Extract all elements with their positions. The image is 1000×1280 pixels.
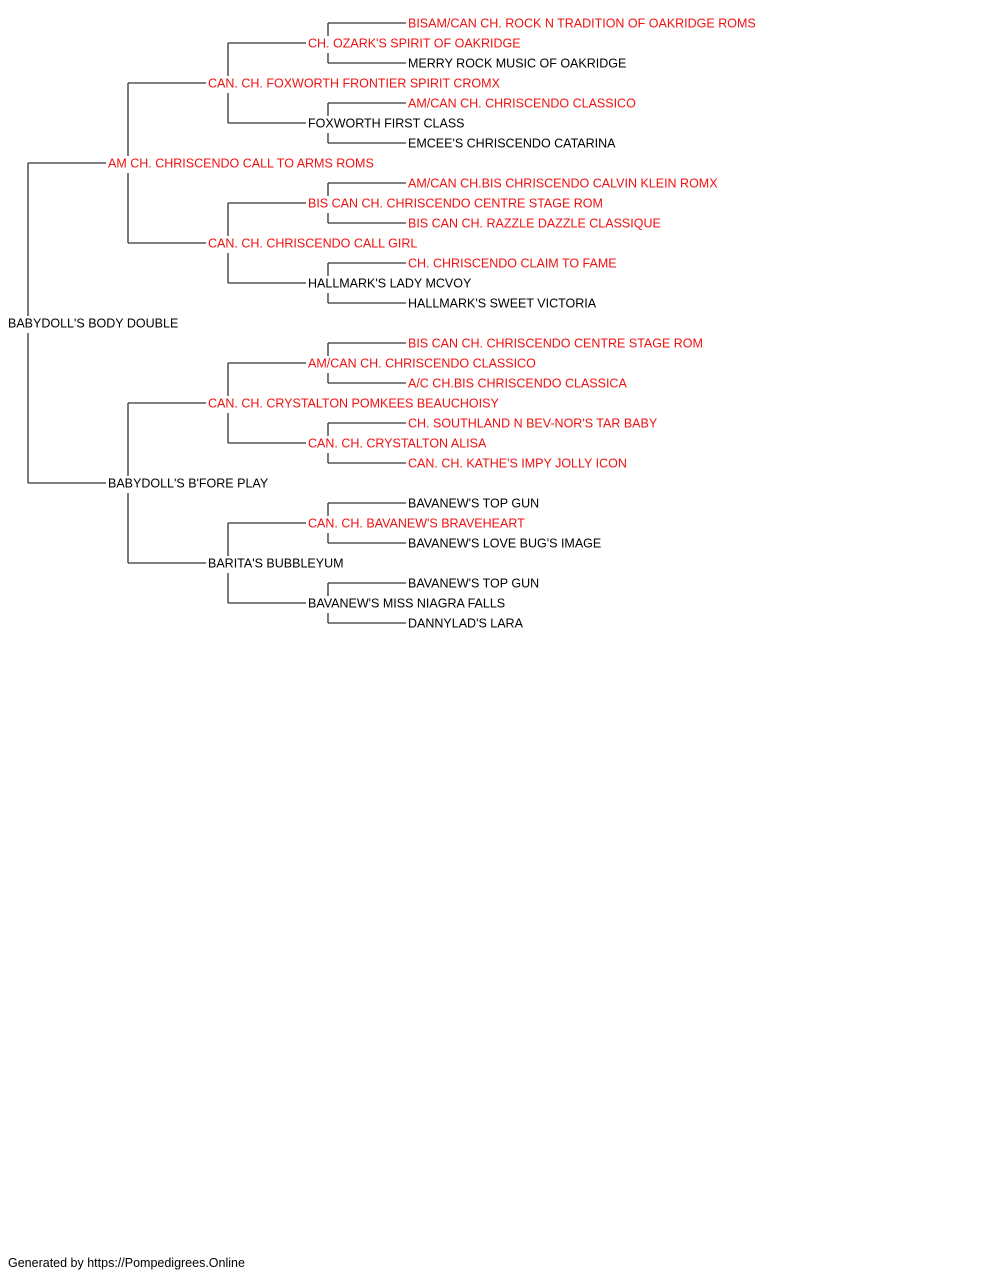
dog-name-gen4: BIS CAN CH. RAZZLE DAZZLE CLASSIQUE [408, 217, 661, 231]
dog-name-gen3: BAVANEW'S MISS NIAGRA FALLS [308, 597, 505, 611]
dog-name-gen3: CAN. CH. BAVANEW'S BRAVEHEART [308, 517, 525, 531]
dog-name-gen4: DANNYLAD'S LARA [408, 617, 524, 631]
dog-name-gen4: MERRY ROCK MUSIC OF OAKRIDGE [408, 57, 626, 71]
dog-name-gen4: CAN. CH. KATHE'S IMPY JOLLY ICON [408, 457, 627, 471]
dog-name-gen4: BIS CAN CH. CHRISCENDO CENTRE STAGE ROM [408, 337, 703, 351]
dog-name-gen0: BABYDOLL'S BODY DOUBLE [8, 317, 178, 331]
dog-name-gen2: CAN. CH. CHRISCENDO CALL GIRL [208, 237, 417, 251]
generated-by-footer: Generated by https://Pompedigrees.Online [8, 1256, 245, 1270]
dog-name-gen4: BISAM/CAN CH. ROCK N TRADITION OF OAKRID… [408, 17, 756, 31]
dog-name-gen3: AM/CAN CH. CHRISCENDO CLASSICO [308, 357, 536, 371]
dog-name-gen4: CH. SOUTHLAND N BEV-NOR'S TAR BABY [408, 417, 658, 431]
dog-name-gen2: BARITA'S BUBBLEYUM [208, 557, 344, 571]
dog-name-gen3: BIS CAN CH. CHRISCENDO CENTRE STAGE ROM [308, 197, 603, 211]
dog-name-gen4: EMCEE'S CHRISCENDO CATARINA [408, 137, 616, 151]
dog-name-gen4: BAVANEW'S TOP GUN [408, 497, 539, 511]
dog-name-gen4: AM/CAN CH.BIS CHRISCENDO CALVIN KLEIN RO… [408, 177, 718, 191]
dog-name-gen3: FOXWORTH FIRST CLASS [308, 117, 465, 131]
dog-name-gen2: CAN. CH. CRYSTALTON POMKEES BEAUCHOISY [208, 397, 499, 411]
dog-name-gen3: CAN. CH. CRYSTALTON ALISA [308, 437, 487, 451]
dog-name-gen3: HALLMARK'S LADY MCVOY [308, 277, 472, 291]
dog-name-gen2: CAN. CH. FOXWORTH FRONTIER SPIRIT CROMX [208, 77, 501, 91]
dog-name-gen4: CH. CHRISCENDO CLAIM TO FAME [408, 257, 617, 271]
dog-name-gen1: BABYDOLL'S B'FORE PLAY [108, 477, 269, 491]
dog-name-gen4: HALLMARK'S SWEET VICTORIA [408, 297, 597, 311]
dog-name-gen4: BAVANEW'S TOP GUN [408, 577, 539, 591]
dog-name-gen4: AM/CAN CH. CHRISCENDO CLASSICO [408, 97, 636, 111]
dog-name-gen3: CH. OZARK'S SPIRIT OF OAKRIDGE [308, 37, 521, 51]
dog-name-gen4: A/C CH.BIS CHRISCENDO CLASSICA [408, 377, 627, 391]
dog-name-gen4: BAVANEW'S LOVE BUG'S IMAGE [408, 537, 601, 551]
dog-name-gen1: AM CH. CHRISCENDO CALL TO ARMS ROMS [108, 157, 374, 171]
